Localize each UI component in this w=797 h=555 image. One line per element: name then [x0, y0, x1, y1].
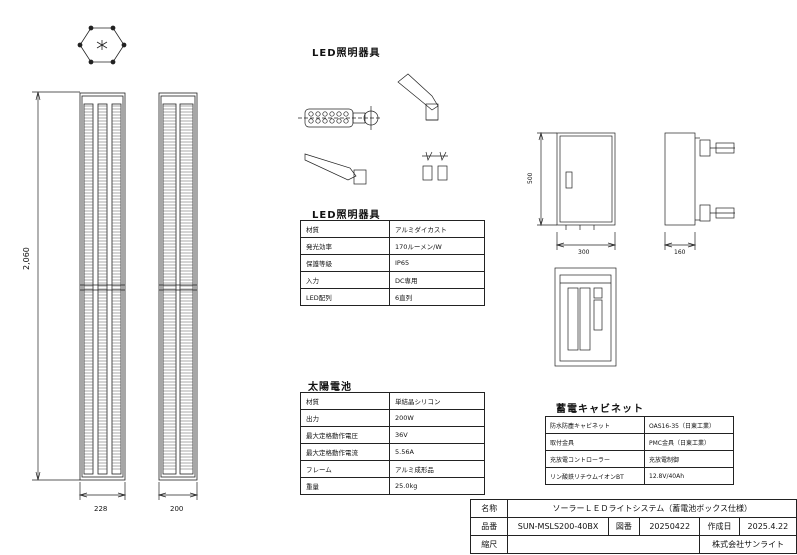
table-row: 品番 SUN-MSLS200-40BX 図番 20250422 作成日 2025… [469, 517, 797, 536]
led-table-title: LED照明器具 [312, 210, 381, 221]
led-fixture-angled-view [397, 73, 439, 121]
cabinet-front-view [537, 131, 617, 250]
table-row: 材質アルミダイカスト [300, 220, 485, 238]
bracket-detail [422, 151, 448, 181]
dim-box-width: 300 [578, 249, 590, 256]
led-fixture-top-view [298, 106, 382, 130]
dim-width-front: 228 [94, 505, 108, 513]
cabinet-interior-view [554, 267, 617, 367]
hexagon-symbol [77, 25, 127, 65]
dim-height: 2,060 [22, 247, 31, 270]
title-block: 名称 ソーラーＬＥＤライトシステム（蓄電池ボックス仕様） 品番 SUN-MSLS… [469, 499, 797, 554]
dim-box-height: 500 [527, 172, 534, 184]
table-row: 縮尺 株式会社サンライト [469, 535, 797, 554]
table-row: フレームアルミ成形品 [300, 460, 485, 478]
table-row: 名称 ソーラーＬＥＤライトシステム（蓄電池ボックス仕様） [469, 499, 797, 518]
table-row: 材質単結晶シリコン [300, 392, 485, 410]
table-row: 充放電コントローラー充放電制御 [545, 450, 734, 468]
cabinet-title: 蓄電キャビネット [556, 404, 644, 415]
solar-title: 太陽電池 [308, 382, 352, 393]
led-fixture-title: LED照明器具 [312, 48, 381, 59]
dim-box-depth: 160 [674, 249, 686, 256]
cabinet-side-view [663, 132, 735, 250]
dim-width-side: 200 [170, 505, 184, 513]
led-fixture-side-view [304, 153, 367, 185]
